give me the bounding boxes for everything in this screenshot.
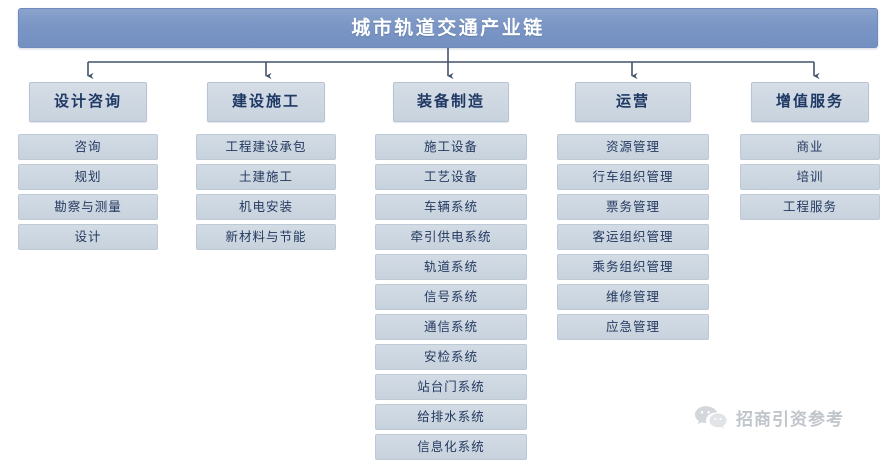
- list-item[interactable]: 设计: [18, 224, 158, 250]
- list-item-label: 工艺设备: [423, 169, 478, 184]
- list-item-label: 施工设备: [423, 139, 478, 154]
- list-item-label: 通信系统: [423, 319, 478, 334]
- list-item-label: 工程建设承包: [225, 139, 307, 154]
- list-item[interactable]: 商业: [740, 134, 880, 160]
- list-item-label: 新材料与节能: [225, 229, 307, 244]
- column-header-label-3: 装备制造: [416, 93, 485, 110]
- column-header-1[interactable]: 设计咨询: [29, 82, 147, 122]
- list-item-label: 维修管理: [605, 289, 660, 304]
- list-item-label: 工程服务: [782, 199, 837, 214]
- list-item-label: 信息化系统: [417, 439, 485, 454]
- column-header-label-2: 建设施工: [231, 93, 300, 110]
- list-item-label: 应急管理: [605, 319, 660, 334]
- list-item-label: 规划: [74, 169, 102, 184]
- list-item-label: 土建施工: [238, 169, 293, 184]
- column-header-5[interactable]: 增值服务: [751, 82, 869, 122]
- list-item-label: 票务管理: [605, 199, 660, 214]
- column-header-4[interactable]: 运营: [575, 82, 691, 122]
- column-header-2[interactable]: 建设施工: [207, 82, 325, 122]
- list-item[interactable]: 机电安装: [196, 194, 336, 220]
- column-items-3: 施工设备 工艺设备 车辆系统 牵引供电系统 轨道系统 信号系统: [375, 134, 527, 460]
- list-item[interactable]: 施工设备: [375, 134, 527, 160]
- watermark-label: 招商引资参考: [736, 409, 844, 429]
- list-item-label: 牵引供电系统: [410, 229, 492, 244]
- list-item[interactable]: 票务管理: [557, 194, 709, 220]
- column-header-label-4: 运营: [615, 93, 650, 110]
- list-item[interactable]: 信号系统: [375, 284, 527, 310]
- list-item[interactable]: 资源管理: [557, 134, 709, 160]
- list-item-label: 勘察与测量: [54, 199, 122, 214]
- list-item-label: 资源管理: [605, 139, 660, 154]
- column-operations: 运营 资源管理 行车组织管理 票务管理 客运组织管理 乘务组织管理: [557, 82, 709, 340]
- chart-title-text: 城市轨道交通产业链: [351, 17, 545, 39]
- list-item[interactable]: 轨道系统: [375, 254, 527, 280]
- list-item[interactable]: 咨询: [18, 134, 158, 160]
- list-item[interactable]: 规划: [18, 164, 158, 190]
- list-item[interactable]: 给排水系统: [375, 404, 527, 430]
- wechat-bubbles-icon: [694, 404, 728, 434]
- list-item[interactable]: 牵引供电系统: [375, 224, 527, 250]
- list-item[interactable]: 车辆系统: [375, 194, 527, 220]
- list-item-label: 客运组织管理: [592, 229, 674, 244]
- list-item[interactable]: 通信系统: [375, 314, 527, 340]
- column-value-added-services: 增值服务 商业 培训 工程服务: [740, 82, 880, 220]
- list-item[interactable]: 土建施工: [196, 164, 336, 190]
- list-item-label: 设计: [74, 229, 102, 244]
- list-item[interactable]: 站台门系统: [375, 374, 527, 400]
- list-item-label: 乘务组织管理: [592, 259, 674, 274]
- list-item[interactable]: 工程建设承包: [196, 134, 336, 160]
- list-item[interactable]: 工程服务: [740, 194, 880, 220]
- column-header-3[interactable]: 装备制造: [393, 82, 509, 122]
- list-item-label: 咨询: [74, 139, 102, 154]
- list-item-label: 车辆系统: [423, 199, 478, 214]
- chart-title-bar: 城市轨道交通产业链: [18, 8, 878, 48]
- list-item-label: 行车组织管理: [592, 169, 674, 184]
- list-item[interactable]: 客运组织管理: [557, 224, 709, 250]
- column-items-5: 商业 培训 工程服务: [740, 134, 880, 220]
- list-item-label: 商业: [796, 139, 824, 154]
- list-item-label: 站台门系统: [417, 379, 485, 394]
- list-item-label: 安检系统: [423, 349, 478, 364]
- column-header-label-5: 增值服务: [775, 93, 844, 110]
- list-item[interactable]: 新材料与节能: [196, 224, 336, 250]
- list-item[interactable]: 维修管理: [557, 284, 709, 310]
- list-item[interactable]: 培训: [740, 164, 880, 190]
- column-items-4: 资源管理 行车组织管理 票务管理 客运组织管理 乘务组织管理 维修管理: [557, 134, 709, 340]
- list-item-label: 机电安装: [238, 199, 293, 214]
- list-item[interactable]: 乘务组织管理: [557, 254, 709, 280]
- list-item[interactable]: 行车组织管理: [557, 164, 709, 190]
- chart-columns: 设计咨询 咨询 规划 勘察与测量 设计 建设施工: [0, 82, 896, 462]
- list-item[interactable]: 工艺设备: [375, 164, 527, 190]
- column-design-consulting: 设计咨询 咨询 规划 勘察与测量 设计: [18, 82, 158, 250]
- watermark: 招商引资参考: [694, 404, 844, 434]
- column-equipment-manufacturing: 装备制造 施工设备 工艺设备 车辆系统 牵引供电系统 轨道系统: [375, 82, 527, 460]
- list-item-label: 培训: [796, 169, 824, 184]
- column-construction: 建设施工 工程建设承包 土建施工 机电安装 新材料与节能: [196, 82, 336, 250]
- list-item[interactable]: 勘察与测量: [18, 194, 158, 220]
- column-header-label-1: 设计咨询: [53, 93, 122, 110]
- list-item[interactable]: 信息化系统: [375, 434, 527, 460]
- column-items-1: 咨询 规划 勘察与测量 设计: [18, 134, 158, 250]
- list-item-label: 轨道系统: [423, 259, 478, 274]
- list-item-label: 给排水系统: [417, 409, 485, 424]
- column-items-2: 工程建设承包 土建施工 机电安装 新材料与节能: [196, 134, 336, 250]
- list-item[interactable]: 应急管理: [557, 314, 709, 340]
- list-item[interactable]: 安检系统: [375, 344, 527, 370]
- list-item-label: 信号系统: [423, 289, 478, 304]
